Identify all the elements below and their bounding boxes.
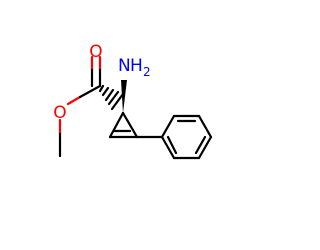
ring-bond-c1-c3 — [121, 111, 139, 139]
ester-oxygen-label: O — [53, 103, 66, 123]
amine-h-count-label: 2 — [143, 65, 151, 79]
ring-bond-c1-c2 — [108, 111, 125, 139]
amine-label: N H 2 — [118, 56, 151, 79]
amine-h-label: H — [130, 56, 143, 76]
phenyl-ring — [160, 114, 213, 160]
amine-n-label: N — [118, 56, 131, 76]
ester-o-carbonyl-bond — [78, 84, 102, 99]
ester-o-carbonyl-bond-red-segment — [66, 95, 82, 106]
hashed-wedge-bond — [98, 84, 125, 111]
bold-wedge-bond — [121, 80, 127, 113]
carbonyl-oxygen-label: O — [89, 42, 102, 62]
molecule-structure: O O N H 2 — [53, 42, 213, 160]
